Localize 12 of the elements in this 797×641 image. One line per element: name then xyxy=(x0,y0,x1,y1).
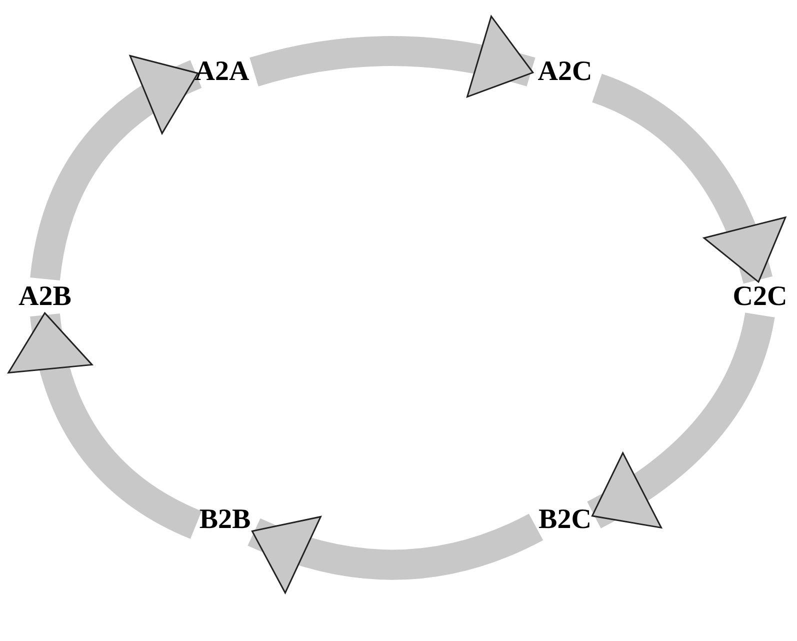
node-label: C2C xyxy=(732,281,788,313)
block-arrow xyxy=(250,16,535,100)
node-label: A2C xyxy=(538,56,592,88)
node-label: A2B xyxy=(18,281,72,313)
block-arrow xyxy=(248,514,543,593)
block-arrow xyxy=(30,58,202,282)
node-label: B2B xyxy=(199,504,251,536)
block-arrow xyxy=(586,312,775,528)
block-arrow xyxy=(592,74,784,284)
node-label: A2A xyxy=(194,56,250,88)
block-arrow xyxy=(10,312,202,539)
node-label: B2C xyxy=(538,504,592,536)
